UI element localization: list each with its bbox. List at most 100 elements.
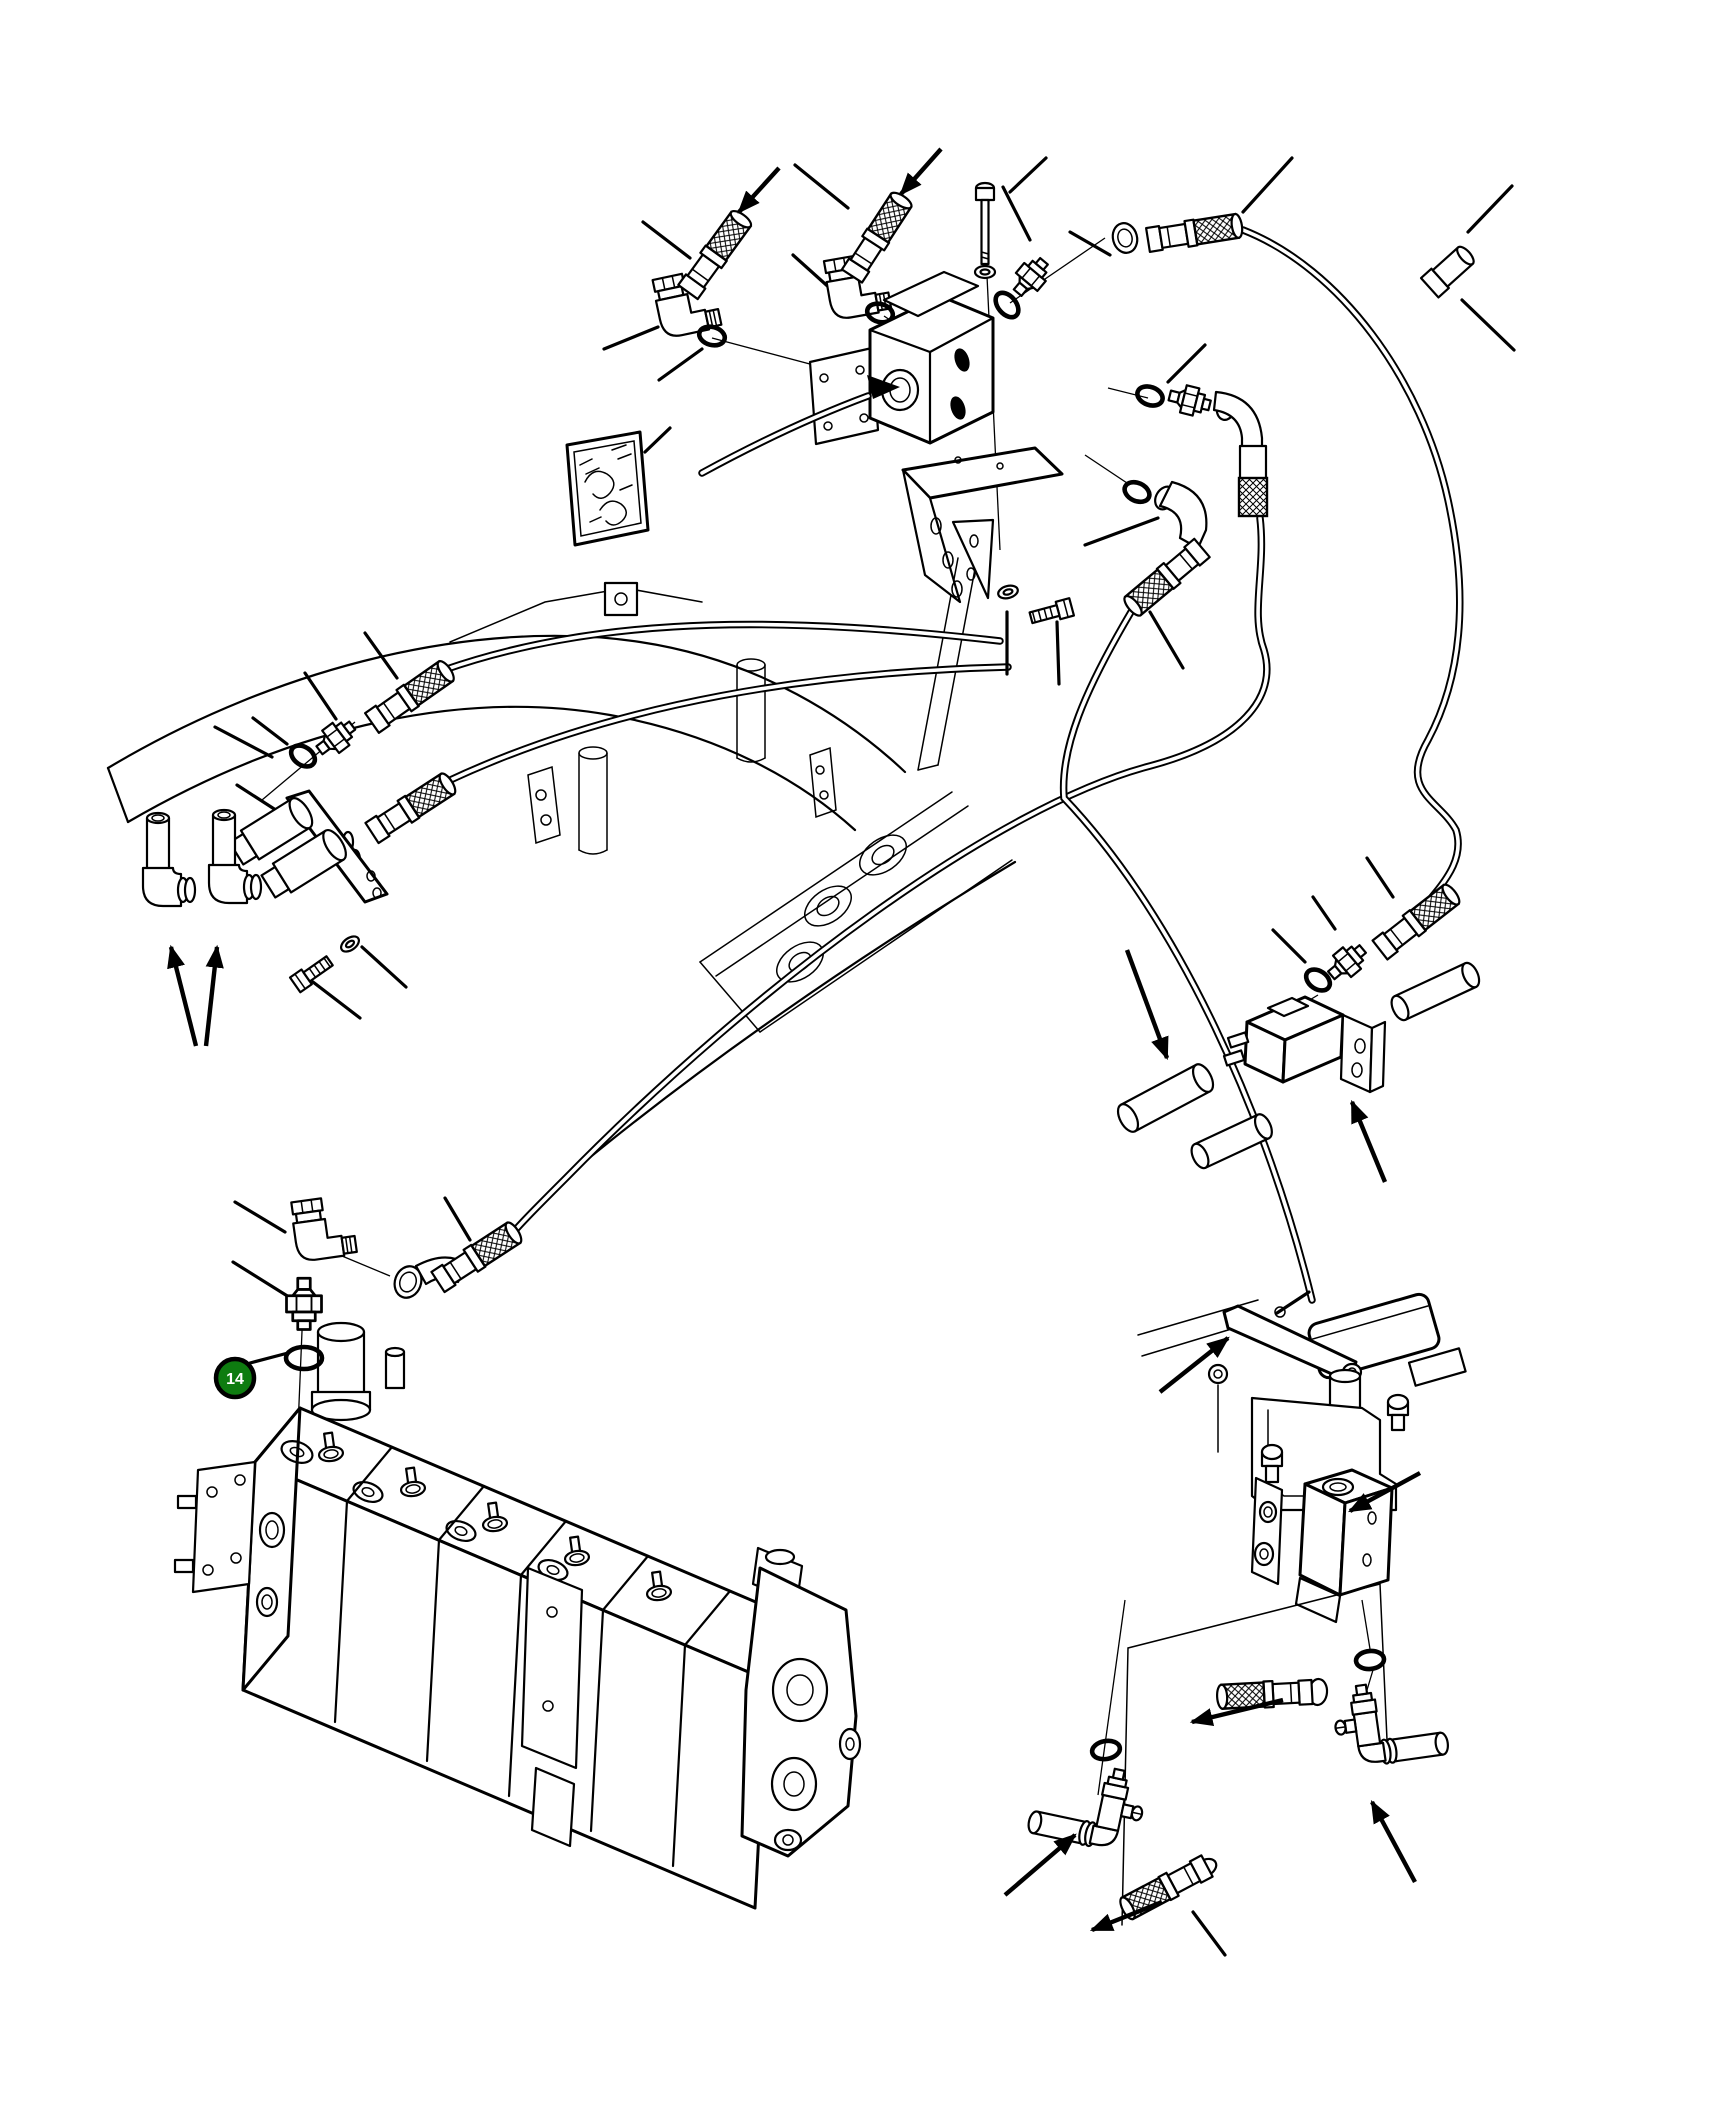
hose-end — [1144, 211, 1246, 255]
lug-plate — [809, 746, 837, 819]
o-ring — [1122, 479, 1152, 505]
fitting-chain-below-block — [1119, 479, 1212, 621]
fitting-chain-upper-right — [993, 211, 1246, 320]
tube-manifold-right — [1116, 880, 1481, 1170]
valve-inlet-fittings — [283, 1193, 526, 1372]
o-ring — [1135, 384, 1165, 408]
boom-arm-lower — [126, 705, 857, 832]
o-ring — [696, 324, 728, 348]
o-ring — [993, 290, 1021, 320]
arrow — [1189, 1697, 1284, 1727]
decal-plate — [565, 430, 650, 547]
spool-stub — [384, 1346, 406, 1390]
washer — [337, 932, 363, 956]
gusset — [951, 518, 995, 600]
boom-end — [106, 766, 130, 824]
hose-end — [1370, 880, 1465, 962]
connector — [260, 829, 347, 899]
adapter-fitting — [1165, 380, 1215, 421]
tee-fitting — [1025, 1752, 1152, 1857]
frame-hole — [1274, 1306, 1286, 1318]
hose-mid-lower — [444, 665, 1010, 784]
balloon-label: 14 — [226, 1371, 244, 1388]
hose-mid-upper — [442, 622, 1002, 672]
arrow — [203, 944, 224, 1047]
lug-hole — [614, 592, 628, 606]
hose-fitting-assembly-top-left — [650, 206, 756, 348]
frame-top-edge — [449, 587, 703, 643]
hose-end — [363, 769, 460, 846]
hose-elbow — [1158, 480, 1208, 550]
arrow — [167, 944, 199, 1047]
lug-plate — [603, 581, 639, 617]
o-ring — [1303, 967, 1333, 993]
rail-with-bores — [699, 791, 1013, 1033]
standoff-cylinder — [736, 658, 766, 763]
long-bolt — [974, 181, 996, 266]
front-sub-block — [520, 1566, 584, 1848]
hose-fittings-mid-left — [141, 656, 460, 994]
hose-to-pedal-valve — [1061, 610, 1314, 1302]
connector — [228, 797, 314, 866]
hose-end — [429, 1218, 526, 1295]
arrow — [899, 147, 943, 196]
mounting-bracket — [901, 446, 1064, 604]
bracket — [1339, 1013, 1387, 1094]
tee-fitting — [1329, 1673, 1451, 1771]
standoff-cylinder — [578, 746, 608, 855]
bolt — [1027, 597, 1076, 628]
tube — [1116, 1063, 1215, 1133]
o-ring — [864, 301, 896, 325]
bolt — [288, 952, 336, 994]
arrow — [1124, 949, 1170, 1061]
arrow — [1089, 1899, 1163, 1933]
arrow — [1347, 1471, 1422, 1513]
o-ring — [288, 743, 318, 769]
arrow — [1349, 1099, 1388, 1183]
tube — [1190, 1113, 1273, 1170]
hose-socket — [1238, 444, 1268, 482]
hose-end — [363, 656, 459, 735]
right-end-block — [740, 1546, 862, 1858]
junction-block-assembly — [808, 181, 1269, 628]
hose-fitting-assembly-top-center — [821, 188, 916, 325]
hose-end — [1119, 536, 1212, 621]
direction-arrows — [167, 147, 1422, 1933]
arrow — [1370, 1799, 1417, 1884]
pedal-side-bar — [1407, 1347, 1467, 1387]
boom-arm-upper — [106, 634, 907, 774]
arrow — [1003, 1833, 1077, 1897]
hose-end — [839, 188, 916, 285]
panel-outline — [1121, 1583, 1389, 1926]
hose-loop-right — [1241, 228, 1462, 899]
elbow-with-tube — [207, 808, 263, 905]
tee-fitting-assembly-right — [1215, 1648, 1451, 1771]
tee-fitting-assembly-left — [1025, 1738, 1218, 1924]
tube — [1390, 961, 1481, 1022]
elbow-with-tube — [141, 811, 197, 908]
o-ring — [1089, 1738, 1123, 1762]
fitting-chain-lower-right — [1135, 380, 1269, 518]
pilot-valve-block — [1250, 1468, 1394, 1624]
frame-lower-edge — [558, 860, 1017, 1184]
arrowhead — [867, 375, 900, 399]
callout-balloon-14[interactable]: 14 — [213, 1356, 257, 1400]
washer — [973, 264, 997, 280]
hose-braid — [1237, 476, 1269, 518]
straight-adapter — [285, 1276, 323, 1331]
manifold-block — [1222, 995, 1345, 1084]
hydraulic-hoses — [440, 226, 1464, 1304]
foot-pedal-valve-assembly — [1121, 1292, 1467, 1926]
leader-lines — [213, 156, 1516, 1957]
arrow — [1158, 1336, 1230, 1394]
left-end-ports — [255, 1511, 286, 1618]
control-valve-bank — [173, 1321, 862, 1910]
hose-45-elbow — [393, 1218, 526, 1299]
swivel-nut — [1111, 222, 1139, 254]
lug-plate — [527, 765, 561, 845]
hose-fitting-top-right — [1419, 245, 1475, 299]
balloon-circle[interactable] — [213, 1356, 257, 1400]
curved-arrow-to-block — [698, 375, 900, 477]
